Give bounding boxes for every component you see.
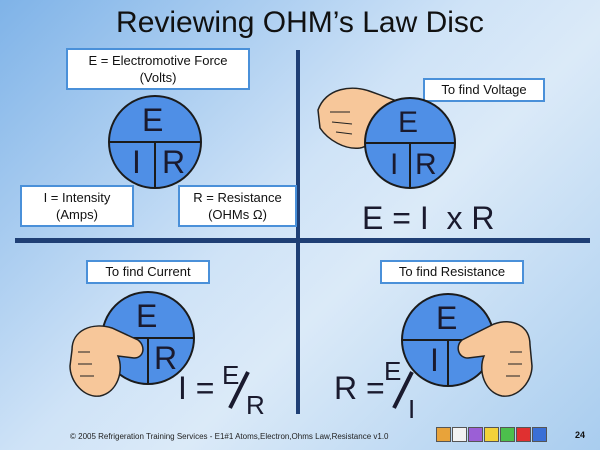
intensity-label-box: I = Intensity (Amps) (20, 185, 134, 227)
resistance-label-box: R = Resistance (OHMs Ω) (178, 185, 297, 227)
undo-icon[interactable] (468, 427, 483, 442)
disc-voltage-right-letter: R (415, 148, 437, 181)
current-formula-numerator: E (222, 360, 240, 390)
document-icon[interactable] (452, 427, 467, 442)
disc-main-left-letter: I (132, 144, 141, 180)
footer-copyright: © 2005 Refrigeration Training Services -… (70, 432, 389, 441)
hand-resistance-icon (457, 321, 533, 397)
home-icon[interactable] (436, 427, 451, 442)
emf-label-line2: (Volts) (139, 70, 177, 85)
speaker-icon[interactable] (532, 427, 547, 442)
disc-voltage-top-letter: E (398, 106, 419, 139)
back-icon[interactable] (484, 427, 499, 442)
disc-main-top-letter: E (142, 102, 164, 138)
resistance-label-line2: (OHMs Ω) (208, 207, 267, 222)
disc-resistance-top-letter: E (436, 300, 458, 336)
disc-current-top-letter: E (136, 298, 158, 334)
current-caption-box: To find Current (86, 260, 210, 284)
resistance-formula-denominator: I (408, 394, 416, 424)
current-fraction-slash (228, 371, 250, 409)
vertical-divider (296, 50, 300, 414)
ohm-disc-main (108, 95, 202, 189)
slide-title: Reviewing OHM’s Law Disc (116, 6, 484, 39)
resistance-fraction-slash (392, 371, 414, 409)
page-number: 24 (575, 430, 586, 440)
emf-label-line1: E = Electromotive Force (88, 53, 228, 68)
current-formula-denominator: R (246, 390, 265, 420)
disc-main-right-letter: R (162, 144, 186, 180)
end-icon[interactable] (516, 427, 531, 442)
resistance-label-line1: R = Resistance (193, 190, 282, 205)
resistance-caption-box: To find Resistance (380, 260, 524, 284)
disc-voltage-left-letter: I (390, 148, 399, 181)
disc-resistance-left-letter: I (430, 342, 439, 378)
emf-label-box: E = Electromotive Force (Volts) (66, 48, 250, 90)
disc-current-right-letter: R (154, 340, 178, 376)
horizontal-divider (15, 238, 590, 243)
voltage-formula: E = I x R (362, 200, 495, 236)
forward-icon[interactable] (500, 427, 515, 442)
intensity-label-line1: I = Intensity (43, 190, 111, 205)
intensity-label-line2: (Amps) (56, 207, 98, 222)
resistance-formula-numerator: E (384, 356, 402, 386)
current-formula-lhs: I = (178, 370, 215, 406)
voltage-caption-box: To find Voltage (423, 78, 545, 102)
hand-current-icon (69, 325, 144, 397)
resistance-formula-lhs: R = (334, 370, 385, 406)
ohm-disc-voltage (364, 97, 456, 189)
